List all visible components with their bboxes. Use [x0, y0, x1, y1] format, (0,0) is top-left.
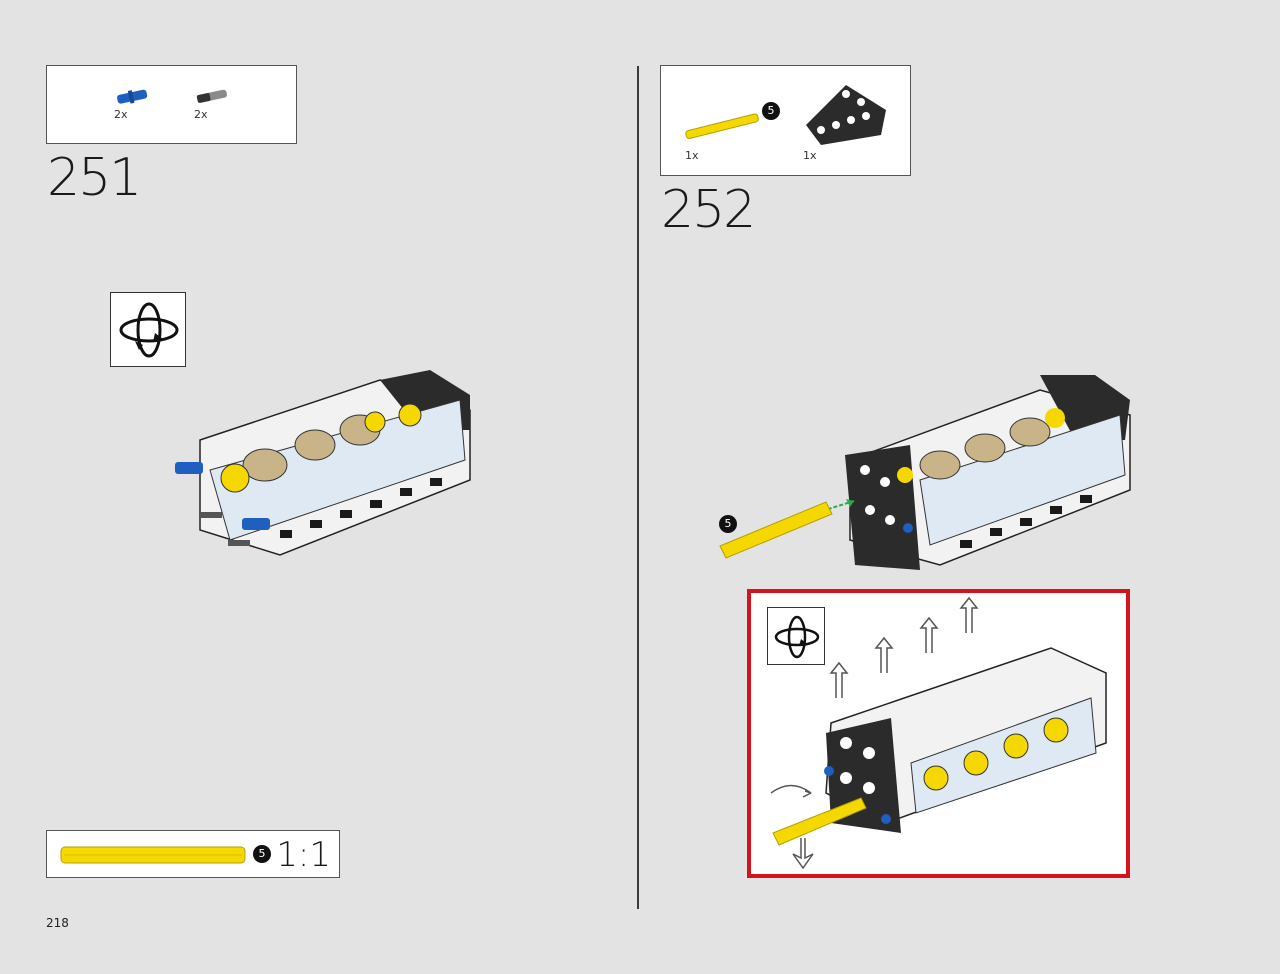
- black-beam-frame-icon: [806, 85, 886, 145]
- yellow-axle-icon: [60, 846, 246, 864]
- part-quantity: 2x: [114, 108, 128, 121]
- scale-ratio: 1:1: [276, 835, 331, 875]
- step-number: 252: [661, 180, 756, 240]
- axle-length-badge: 5: [253, 845, 271, 863]
- axle-length-badge: 5: [719, 515, 737, 533]
- page-divider: [637, 66, 639, 909]
- engine-assembly-illustration: [175, 370, 471, 556]
- axle-length-badge: 5: [762, 102, 780, 120]
- page-number: 218: [46, 916, 69, 930]
- scale-guide: 5 1:1: [46, 830, 340, 878]
- yellow-axle-icon: [719, 501, 833, 559]
- part-quantity: 1x: [685, 149, 699, 162]
- callout-box: [747, 589, 1130, 878]
- rotate-model-indicator: [767, 607, 825, 665]
- rotate-icon: [774, 615, 820, 659]
- parts-box-step-252: 5 1x 1x: [660, 65, 911, 176]
- yellow-axle-icon: [685, 113, 759, 139]
- rotate-icon: [119, 302, 179, 358]
- insert-direction-arrow: [821, 499, 855, 512]
- engine-assembly-illustration: [770, 596, 1107, 870]
- gray-axle-pin-icon: [196, 89, 227, 103]
- part-quantity: 2x: [194, 108, 208, 121]
- rotate-model-indicator: [110, 292, 186, 367]
- parts-box-step-251: 2x 2x: [46, 65, 297, 144]
- blue-axle-pin-icon: [117, 89, 148, 104]
- step-number: 251: [47, 148, 142, 208]
- engine-assembly-illustration: [845, 375, 1131, 570]
- part-quantity: 1x: [803, 149, 817, 162]
